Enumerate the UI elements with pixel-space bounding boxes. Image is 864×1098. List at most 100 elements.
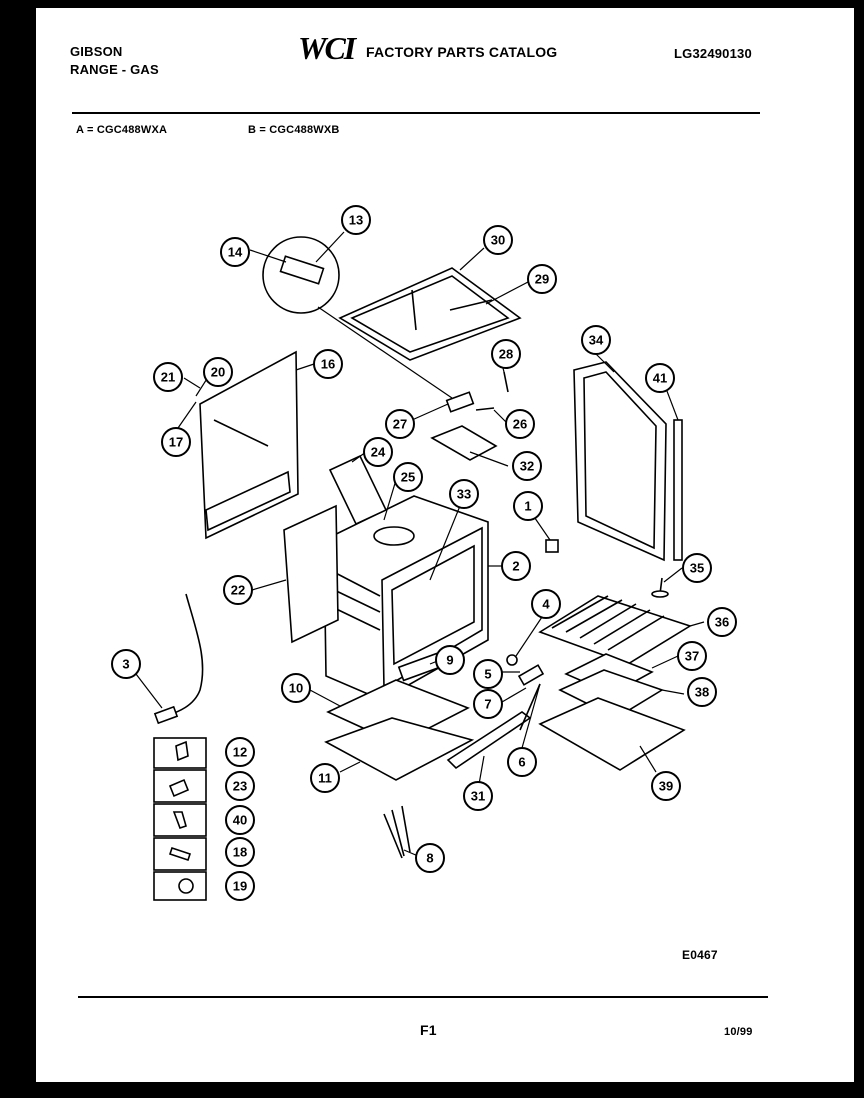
callout-1: 1 bbox=[513, 491, 543, 521]
svg-text:6: 6 bbox=[518, 755, 525, 770]
svg-text:4: 4 bbox=[542, 597, 550, 612]
svg-text:8: 8 bbox=[426, 851, 433, 866]
svg-text:28: 28 bbox=[499, 347, 513, 362]
callout-16: 16 bbox=[313, 349, 343, 379]
svg-text:23: 23 bbox=[233, 779, 247, 794]
svg-text:1: 1 bbox=[524, 499, 531, 514]
brand-name: GIBSON bbox=[70, 44, 123, 59]
ignitor-part bbox=[545, 539, 559, 553]
leveling-leg-part bbox=[651, 577, 669, 598]
callout-20: 20 bbox=[203, 357, 233, 387]
side-panel-part bbox=[573, 361, 667, 562]
svg-text:3: 3 bbox=[122, 657, 129, 672]
callout-25: 25 bbox=[393, 462, 423, 492]
callout-8: 8 bbox=[415, 843, 445, 873]
svg-text:29: 29 bbox=[535, 272, 549, 287]
hinge-rod-part bbox=[519, 683, 541, 731]
model-a: A = CGC488WXA bbox=[76, 124, 168, 136]
callout-30: 30 bbox=[483, 225, 513, 255]
trim-strip-part bbox=[673, 419, 683, 561]
callout-13: 13 bbox=[341, 205, 371, 235]
svg-text:10: 10 bbox=[289, 681, 303, 696]
svg-text:11: 11 bbox=[318, 771, 332, 786]
callout-27: 27 bbox=[385, 409, 415, 439]
footer-rule bbox=[78, 996, 768, 998]
callout-38: 38 bbox=[687, 677, 717, 707]
svg-text:2: 2 bbox=[512, 559, 519, 574]
model-b: B = CGC488WXB bbox=[248, 124, 340, 136]
callout-2: 2 bbox=[501, 551, 531, 581]
product-type: RANGE - GAS bbox=[70, 62, 159, 77]
header-rule bbox=[72, 112, 760, 114]
catalog-title: FACTORY PARTS CATALOG bbox=[366, 44, 558, 60]
svg-text:16: 16 bbox=[321, 357, 335, 372]
callout-35: 35 bbox=[682, 553, 712, 583]
svg-text:31: 31 bbox=[471, 789, 485, 804]
callout-5: 5 bbox=[473, 659, 503, 689]
svg-text:18: 18 bbox=[233, 845, 247, 860]
power-cord-part bbox=[153, 593, 204, 725]
svg-text:14: 14 bbox=[228, 245, 243, 260]
drawing-code: E0467 bbox=[682, 948, 718, 962]
svg-text:34: 34 bbox=[589, 333, 604, 348]
callout-32: 32 bbox=[512, 451, 542, 481]
callout-37: 37 bbox=[677, 641, 707, 671]
left-side-panel-part bbox=[283, 504, 339, 644]
callout-36: 36 bbox=[707, 607, 737, 637]
callout-39: 39 bbox=[651, 771, 681, 801]
callout-26: 26 bbox=[505, 409, 535, 439]
catalog-number: LG32490130 bbox=[674, 46, 752, 61]
callout-40: 40 bbox=[225, 805, 255, 835]
svg-text:40: 40 bbox=[233, 813, 247, 828]
gas-valve-part bbox=[445, 371, 509, 413]
svg-text:22: 22 bbox=[231, 583, 245, 598]
hinge-part bbox=[517, 664, 545, 686]
callout-19: 19 bbox=[225, 871, 255, 901]
svg-text:33: 33 bbox=[457, 487, 471, 502]
svg-text:20: 20 bbox=[211, 365, 225, 380]
svg-text:25: 25 bbox=[401, 470, 415, 485]
callout-34: 34 bbox=[581, 325, 611, 355]
cooktop-part bbox=[338, 267, 522, 361]
svg-text:21: 21 bbox=[161, 370, 175, 385]
detail-magnifier bbox=[262, 236, 453, 399]
callout-31: 31 bbox=[463, 781, 493, 811]
callout-41: 41 bbox=[645, 363, 675, 393]
callout-12: 12 bbox=[225, 737, 255, 767]
callout-14: 14 bbox=[220, 237, 250, 267]
svg-text:39: 39 bbox=[659, 779, 673, 794]
callout-9: 9 bbox=[435, 645, 465, 675]
back-panel-part bbox=[199, 350, 299, 540]
bracket-part bbox=[430, 425, 498, 461]
svg-text:35: 35 bbox=[690, 561, 704, 576]
callout-6: 6 bbox=[507, 747, 537, 777]
page-number: F1 bbox=[420, 1022, 437, 1038]
svg-text:5: 5 bbox=[484, 667, 491, 682]
leader-lines bbox=[135, 231, 705, 857]
svg-text:38: 38 bbox=[695, 685, 709, 700]
bottom-panel-part bbox=[324, 717, 475, 781]
oven-rack-part bbox=[538, 595, 692, 665]
spring-part bbox=[506, 654, 518, 666]
wci-logo: WCI bbox=[298, 30, 356, 66]
callout-7: 7 bbox=[473, 689, 503, 719]
svg-text:12: 12 bbox=[233, 745, 247, 760]
svg-text:41: 41 bbox=[653, 371, 667, 386]
callout-17: 17 bbox=[161, 427, 191, 457]
svg-text:24: 24 bbox=[371, 445, 386, 460]
callout-10: 10 bbox=[281, 673, 311, 703]
svg-text:37: 37 bbox=[685, 649, 699, 664]
oven-door-glass-part bbox=[538, 697, 686, 771]
callout-22: 22 bbox=[223, 575, 253, 605]
callout-24: 24 bbox=[363, 437, 393, 467]
svg-text:9: 9 bbox=[446, 653, 453, 668]
svg-text:36: 36 bbox=[715, 615, 729, 630]
callout-11: 11 bbox=[310, 763, 340, 793]
callout-33: 33 bbox=[449, 479, 479, 509]
callout-28: 28 bbox=[491, 339, 521, 369]
callout-4: 4 bbox=[531, 589, 561, 619]
burner-part bbox=[328, 454, 415, 546]
callout-3: 3 bbox=[111, 649, 141, 679]
callout-18: 18 bbox=[225, 837, 255, 867]
svg-text:26: 26 bbox=[513, 417, 527, 432]
